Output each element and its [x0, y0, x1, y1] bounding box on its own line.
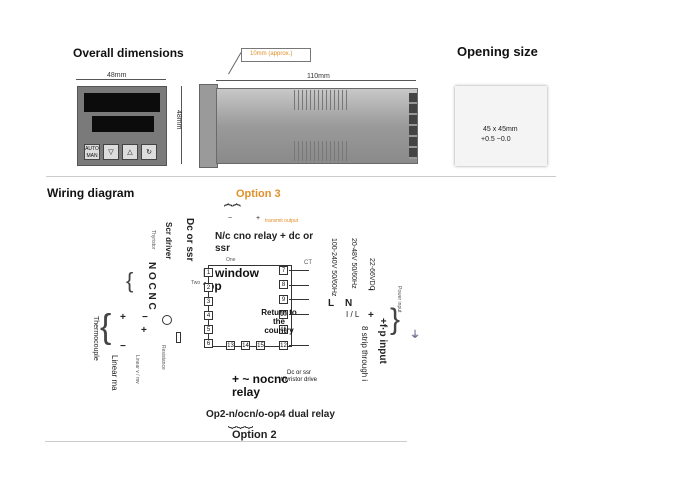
option3-small: transmit output [265, 218, 299, 224]
terminal-15: 15 [256, 341, 265, 350]
front-width-line [76, 79, 166, 80]
triangle-down-icon: ▽ [108, 149, 114, 156]
terminal-1: 1 [204, 268, 213, 277]
linear-plus: + [141, 325, 147, 336]
flange-note-box: 10mm (approx.) [241, 48, 311, 62]
dc-plus: + [368, 310, 374, 321]
cycle-button[interactable]: ↻ [141, 144, 157, 160]
linear-ma-label: Linear ma [110, 355, 119, 391]
up-button[interactable]: △ [122, 144, 138, 160]
terminal-5: 5 [204, 325, 213, 334]
side-length-line [216, 80, 416, 81]
option2-brace: ⏟⏟⏟ [228, 412, 254, 428]
flange-leader-line [228, 52, 242, 75]
ma-plus: + [120, 312, 126, 323]
triangle-up-icon: △ [127, 149, 133, 156]
front-height-label: 48mm [175, 110, 182, 130]
ac-range2-label: 20-48V 50/60Hz [350, 238, 357, 289]
one-label: One [226, 257, 236, 263]
option3-plus: + [256, 215, 261, 222]
nc-relay-label: N/c cno relay + dc or ssr [215, 231, 314, 254]
ma-minus: − [120, 341, 126, 352]
linear-minus: − [142, 312, 148, 323]
terminal-8: 8 [279, 280, 288, 289]
terminal-block [208, 265, 292, 347]
sensor-icon [162, 315, 172, 325]
fp-input-label: +f·p input [377, 318, 388, 364]
auto-label: AUTO [85, 146, 99, 152]
opening-tolerance: +0.5 ~0.0 [481, 136, 511, 143]
front-height-line [181, 86, 182, 164]
opening-size: 45 x 45mm [483, 126, 518, 133]
op-label: Op2-n/ocn/o-op4 dual relay [206, 409, 335, 420]
controller-side-body [216, 88, 418, 164]
option3-label: Option 3 [236, 188, 281, 200]
resistor-icon [176, 332, 181, 343]
n-label: N [345, 298, 353, 309]
l-label: L [328, 298, 335, 309]
relay-brace: { [126, 268, 134, 293]
power-brace: } [390, 303, 401, 336]
front-width-label: 48mm [107, 72, 127, 79]
return-label: Return to the country [261, 308, 297, 335]
section-divider [46, 176, 556, 177]
terminal-4: 4 [204, 311, 213, 320]
dc-ssr-small-label: Dc or ssr thyristor drive [280, 370, 317, 383]
man-label: MAN [86, 153, 98, 159]
bottom-divider [45, 441, 407, 442]
two-label: Two [191, 280, 201, 286]
option3-brace: ⏞⏞ [224, 203, 241, 219]
top-vents [294, 90, 347, 110]
input-brace: { [100, 308, 112, 346]
linear-v-label: Linear v / mv [134, 355, 140, 384]
terminal-9: 9 [279, 295, 288, 304]
driver-small-label: Thyristor [150, 230, 156, 250]
terminal-13: 13 [226, 341, 235, 350]
nocnc-relay-label: + ~ nocnc relay [232, 372, 289, 399]
lower-display [92, 116, 154, 132]
relay-nc-label: N O C N C [146, 262, 157, 310]
dc-minus: − [368, 285, 374, 296]
thermocouple-label: Thermocouple [92, 316, 99, 361]
ct-label: CT [304, 260, 312, 266]
wire-7 [289, 270, 309, 271]
upper-display [84, 93, 160, 112]
scr-driver-label: Scr driver [164, 222, 173, 260]
opening-title: Opening size [457, 44, 538, 59]
resistance-label: Resistance [160, 345, 166, 370]
terminal-3: 3 [204, 297, 213, 306]
down-button[interactable]: ▽ [103, 144, 119, 160]
option3-minus: − [228, 215, 233, 222]
power-input-label: Power input [396, 286, 402, 313]
rear-terminals [409, 93, 417, 159]
power-icon: ⏚ [410, 330, 420, 341]
wire-9 [289, 299, 309, 300]
option2-label: Option 2 [232, 429, 277, 441]
side-length-label: 110mm [307, 73, 330, 80]
terminal-6: 6 [204, 339, 213, 348]
dc-or-ssr-label: Dc or ssr [184, 218, 195, 262]
bottom-vents [294, 141, 347, 161]
terminal-2: 2 [204, 283, 213, 292]
terminal-12: 12 [279, 341, 288, 350]
wiring-title: Wiring diagram [47, 186, 135, 200]
cycle-icon: ↻ [146, 149, 152, 156]
terminal-10: 10 [279, 310, 288, 319]
wire-8 [289, 285, 309, 286]
terminal-11: 11 [279, 325, 288, 334]
wire-10 [289, 314, 309, 315]
terminal-7: 7 [279, 266, 288, 275]
wire-12 [289, 345, 309, 346]
terminal-14: 14 [241, 341, 250, 350]
flange-note: 10mm (approx.) [250, 51, 293, 57]
ac-range-label: 100-240V 50/60Hz [330, 238, 337, 297]
dc-range-label: 22-66VDC [368, 258, 375, 291]
bar-label: I / L [346, 310, 360, 319]
strip-label: 8 strip through i [360, 326, 369, 382]
opening-cutout: 45 x 45mm +0.5 ~0.0 [455, 86, 547, 166]
dimensions-title: Overall dimensions [73, 46, 184, 60]
